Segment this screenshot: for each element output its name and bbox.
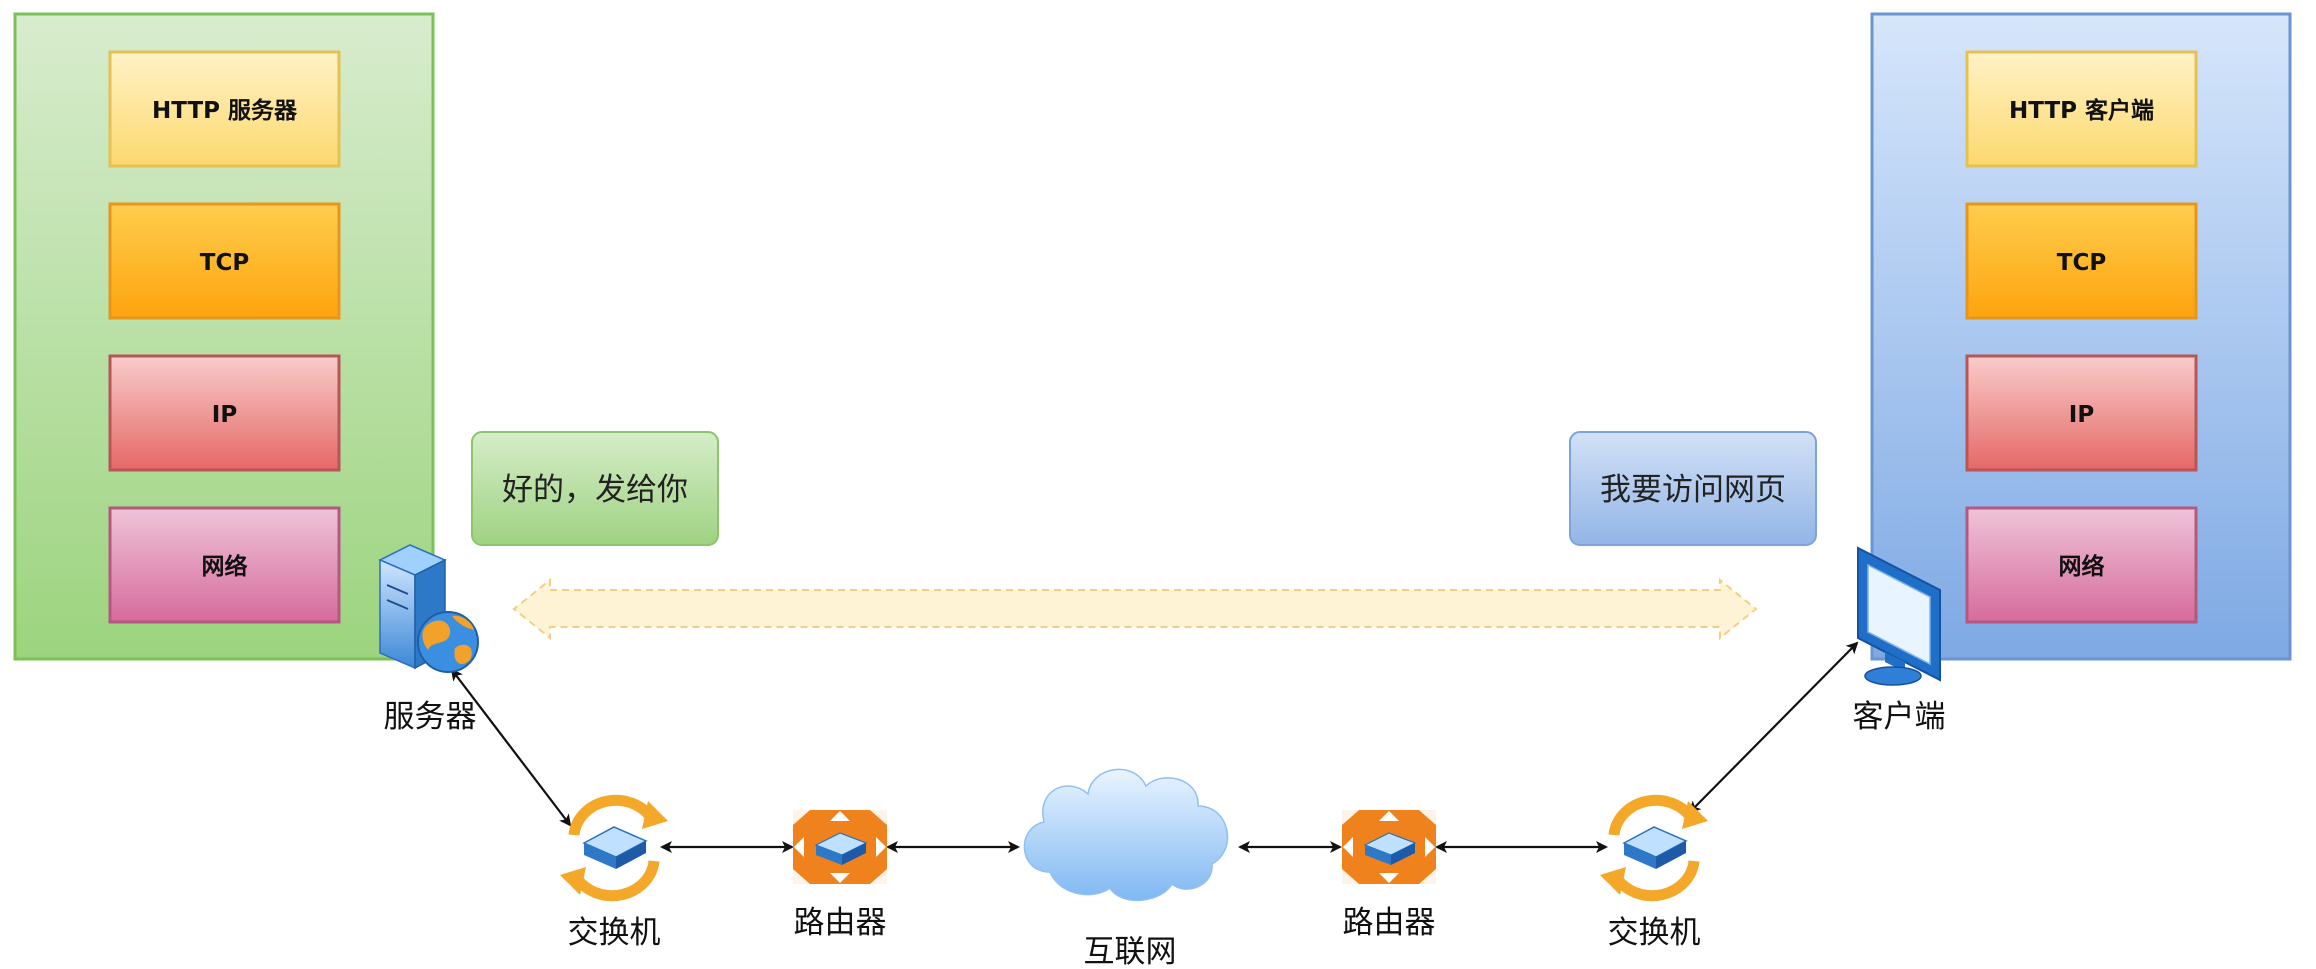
server-layer-network: 网络 bbox=[108, 506, 341, 624]
router-icon bbox=[793, 810, 887, 884]
client-layer-http: HTTP 客户端 bbox=[1965, 50, 2198, 168]
client-request-bubble: 我要访问网页 bbox=[1569, 431, 1817, 546]
server-reply-text: 好的，发给你 bbox=[502, 472, 688, 508]
client-layer-network: 网络 bbox=[1965, 506, 2198, 624]
client-layer-network-label: 网络 bbox=[2059, 553, 2105, 580]
client-layer-tcp: TCP bbox=[1965, 202, 2198, 320]
router-icon bbox=[1342, 810, 1436, 884]
client-request-text: 我要访问网页 bbox=[1600, 472, 1786, 508]
switch-left-label: 交换机 bbox=[568, 915, 661, 951]
monitor-icon bbox=[1857, 546, 1941, 686]
switch-icon bbox=[1600, 794, 1708, 902]
router-right-label: 路由器 bbox=[1343, 905, 1436, 941]
server-protocol-stack: HTTP 服务器 TCP IP 网络 bbox=[13, 12, 435, 661]
server-layer-ip-label: IP bbox=[212, 402, 237, 428]
server-reply-bubble: 好的，发给你 bbox=[471, 431, 719, 546]
client-protocol-stack: HTTP 客户端 TCP IP 网络 bbox=[1870, 12, 2292, 661]
server-layer-http-label: HTTP 服务器 bbox=[152, 98, 298, 124]
client-layer-tcp-label: TCP bbox=[2057, 250, 2106, 276]
router-left-label: 路由器 bbox=[794, 905, 887, 941]
link-server-switch bbox=[450, 668, 572, 827]
server-globe-icon bbox=[378, 544, 479, 673]
http-exchange-arrow bbox=[512, 577, 1758, 641]
server-layer-tcp-label: TCP bbox=[200, 250, 249, 276]
client-label: 客户端 bbox=[1853, 699, 1946, 735]
connection-lines bbox=[450, 641, 1859, 853]
link-switch-client bbox=[1688, 641, 1859, 814]
client-layer-http-label: HTTP 客户端 bbox=[2009, 97, 2154, 124]
server-layer-tcp: TCP bbox=[108, 202, 341, 320]
server-layer-network-label: 网络 bbox=[202, 553, 248, 580]
internet-label: 互联网 bbox=[1084, 934, 1177, 969]
client-layer-ip: IP bbox=[1965, 354, 2198, 472]
server-layer-http: HTTP 服务器 bbox=[108, 50, 341, 168]
server-label: 服务器 bbox=[384, 699, 477, 735]
client-layer-ip-label: IP bbox=[2069, 402, 2094, 428]
switch-right-label: 交换机 bbox=[1608, 915, 1701, 951]
cloud-icon bbox=[1023, 768, 1229, 901]
switch-icon bbox=[560, 794, 668, 902]
server-layer-ip: IP bbox=[108, 354, 341, 472]
